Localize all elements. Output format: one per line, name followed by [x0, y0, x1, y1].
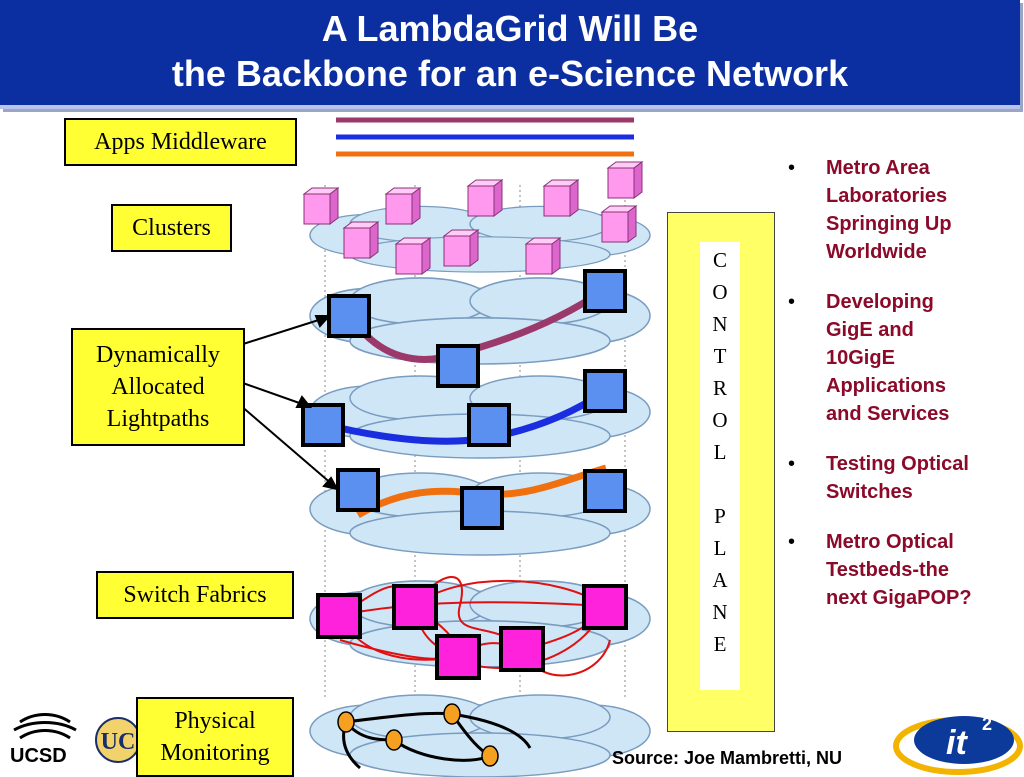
control-plane-letter: C [712, 248, 727, 272]
bullet-line: Metro Optical [826, 531, 954, 553]
bullet-dot: • [788, 453, 796, 475]
bullet-dot: • [788, 531, 796, 553]
bullet-line: GigE and [826, 319, 914, 341]
control-plane-letter: O [712, 280, 728, 304]
control-plane-letter: O [712, 408, 728, 432]
bullet-item: • Metro Optical Testbeds-the next GigaPO… [784, 528, 1016, 612]
uc-seal-logo: UC [95, 717, 141, 763]
control-plane-letter: E [713, 632, 727, 656]
label-clusters: Clusters [111, 204, 232, 252]
label-switch-text: Switch Fabrics [123, 582, 267, 608]
physical-nodes [337, 703, 499, 767]
bullet-line: Laboratories [826, 185, 948, 207]
control-plane-letter: A [712, 568, 728, 592]
bullet-line: 10GigE [826, 347, 895, 369]
lightpath-nodes [301, 269, 627, 530]
label-clusters-text: Clusters [132, 215, 211, 241]
label-physical-line-1: Physical [174, 708, 256, 734]
lightpath-arrows [239, 315, 339, 491]
bullet-line: Testing Optical [826, 453, 969, 475]
label-apps-middleware: Apps Middleware [64, 118, 297, 166]
control-plane-letter: R [712, 376, 727, 400]
switch-nodes [316, 584, 628, 680]
svg-text:UC: UC [101, 729, 136, 755]
bullet-line: next GigaPOP? [826, 587, 972, 609]
bullet-list: • Metro Area Laboratories Springing Up W… [784, 154, 1016, 634]
title-line-2: the Backbone for an e-Science Network [171, 53, 849, 94]
bullet-dot: • [788, 291, 796, 313]
control-plane-letter: N [712, 600, 728, 624]
bullet-line: Testbeds-the [826, 559, 949, 581]
bullet-line: and Services [826, 403, 950, 425]
title-line-1: A LambdaGrid Will Be [321, 8, 699, 49]
bullet-item: • Metro Area Laboratories Springing Up W… [784, 154, 1016, 266]
label-lightpaths: Dynamically Allocated Lightpaths [71, 328, 245, 446]
label-apps-text: Apps Middleware [94, 129, 267, 155]
source-credit: Source: Joe Mambretti, NU [612, 748, 843, 768]
control-plane-letter: L [713, 536, 727, 560]
label-lightpaths-line-1: Dynamically [96, 342, 220, 368]
bullet-line: Metro Area [826, 157, 930, 179]
bullet-line: Worldwide [826, 241, 927, 263]
control-plane-letter: N [712, 312, 728, 336]
label-switch-fabrics: Switch Fabrics [96, 571, 294, 619]
control-plane-letter: L [713, 440, 727, 464]
bullet-item: • Testing Optical Switches [784, 450, 1016, 506]
bullet-line: Applications [826, 375, 947, 397]
title-banner [0, 0, 1020, 109]
bullet-line: Switches [826, 481, 913, 503]
control-plane-text-box [700, 242, 740, 690]
label-lightpaths-line-2: Allocated [111, 374, 205, 400]
bullet-dot: • [788, 157, 796, 179]
it2-logo-text: it [946, 724, 968, 762]
it2-logo: it 2 [893, 714, 1023, 775]
it2-logo-sup: 2 [982, 714, 992, 734]
bullet-item: • Developing GigE and 10GigE Application… [784, 288, 1016, 428]
bullet-line: Springing Up [826, 213, 952, 235]
slide-title: A LambdaGrid Will Be the Backbone for an… [0, 6, 1020, 96]
label-physical-line-2: Monitoring [160, 740, 270, 766]
bullet-line: Developing [826, 291, 934, 313]
ucsd-logo-text: UCSD [10, 745, 67, 767]
label-lightpaths-line-3: Lightpaths [106, 406, 210, 432]
label-physical-monitoring: Physical Monitoring [136, 697, 294, 777]
control-plane-letter: T [713, 344, 727, 368]
ucsd-logo-mark [13, 713, 77, 740]
control-plane-letter: P [714, 504, 726, 528]
